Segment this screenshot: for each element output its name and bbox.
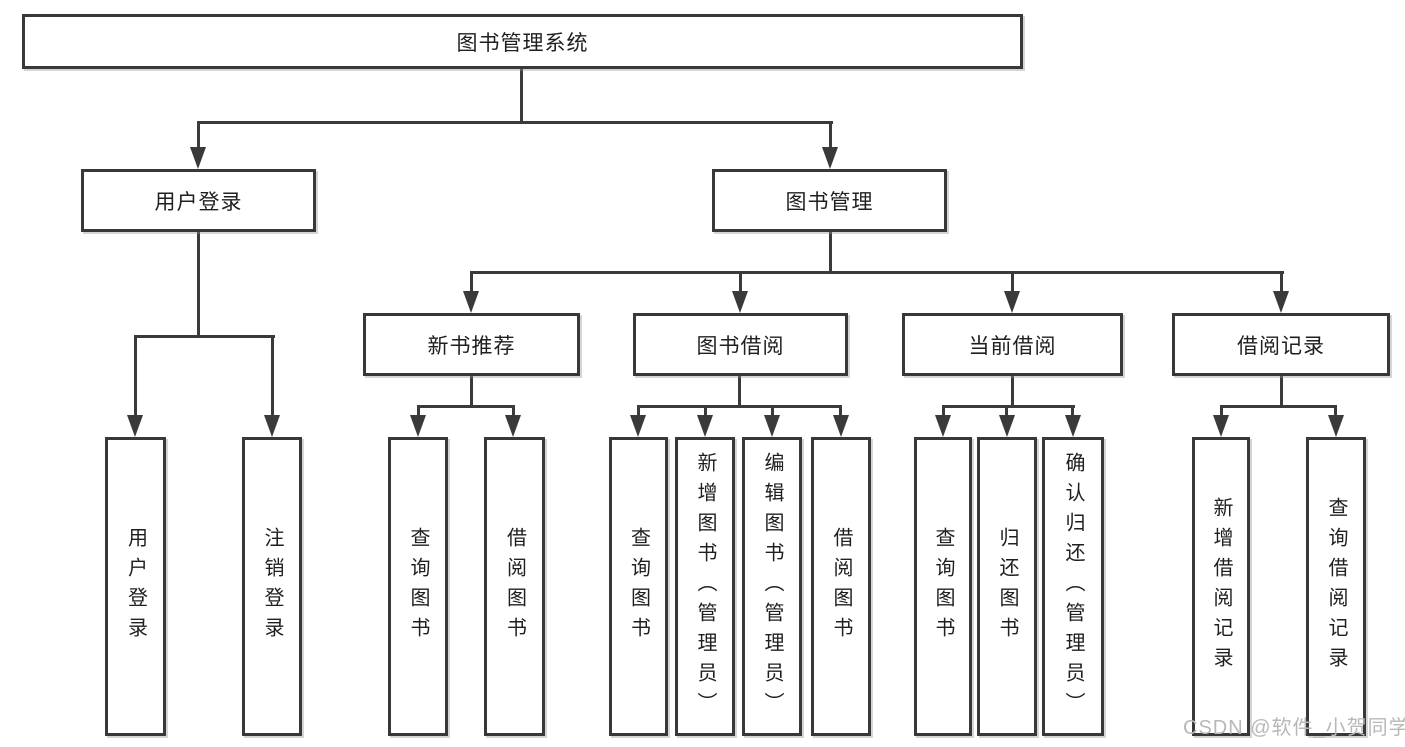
connector-line	[134, 335, 275, 338]
leaf-bb-add-book-admin: 新增图书（管理员）	[675, 437, 735, 736]
leaf-br-add-record: 新增借阅记录	[1192, 437, 1250, 736]
connector-line	[829, 232, 832, 271]
leaf-bb-query-book: 查询图书	[609, 437, 668, 736]
leaf-user-login: 用户登录	[105, 437, 166, 736]
connector-line	[1011, 271, 1014, 293]
leaf-cb-query-book: 查询图书	[914, 437, 972, 736]
connector-line	[197, 121, 200, 148]
connector-line	[417, 405, 420, 417]
arrow-down-icon	[732, 291, 748, 313]
connector-line	[470, 376, 473, 405]
arrow-down-icon	[822, 147, 838, 169]
connector-line	[1071, 405, 1074, 417]
connector-line	[512, 405, 515, 417]
connector-line	[1334, 405, 1337, 417]
connector-line	[829, 121, 832, 148]
arrow-down-icon	[264, 415, 280, 437]
connector-line	[134, 335, 137, 417]
node-borrow-record: 借阅记录	[1172, 313, 1390, 376]
connector-line	[942, 405, 945, 417]
leaf-rec-query-book: 查询图书	[388, 437, 448, 736]
connector-line	[1220, 405, 1337, 408]
connector-line	[738, 376, 741, 405]
arrow-down-icon	[1065, 415, 1081, 437]
node-user-login: 用户登录	[81, 169, 316, 232]
connector-line	[520, 69, 523, 121]
connector-line	[839, 405, 842, 417]
node-root: 图书管理系统	[22, 14, 1023, 69]
arrow-down-icon	[127, 415, 143, 437]
arrow-down-icon	[1328, 415, 1344, 437]
arrow-down-icon	[630, 415, 646, 437]
arrow-down-icon	[463, 291, 479, 313]
arrow-down-icon	[833, 415, 849, 437]
arrow-down-icon	[935, 415, 951, 437]
node-current-borrow: 当前借阅	[902, 313, 1123, 376]
connector-line	[1011, 376, 1014, 405]
connector-line	[1280, 271, 1283, 293]
arrow-down-icon	[1213, 415, 1229, 437]
node-new-book-recommend: 新书推荐	[363, 313, 580, 376]
leaf-br-query-record: 查询借阅记录	[1306, 437, 1366, 736]
connector-line	[739, 271, 742, 293]
connector-line	[417, 405, 515, 408]
connector-line	[942, 405, 1075, 408]
connector-line	[1280, 376, 1283, 405]
connector-line	[637, 405, 842, 408]
connector-line	[704, 405, 707, 417]
connector-line	[1220, 405, 1223, 417]
leaf-cb-confirm-return-admin: 确认归还（管理员）	[1042, 437, 1104, 736]
leaf-logout: 注销登录	[242, 437, 302, 736]
connector-line	[1005, 405, 1008, 417]
arrow-down-icon	[410, 415, 426, 437]
leaf-bb-borrow-book: 借阅图书	[811, 437, 871, 736]
arrow-down-icon	[764, 415, 780, 437]
arrow-down-icon	[1273, 291, 1289, 313]
arrow-down-icon	[1004, 291, 1020, 313]
csdn-watermark: CSDN @软件_小贺同学	[1183, 717, 1405, 739]
leaf-cb-return-book: 归还图书	[977, 437, 1037, 736]
leaf-rec-borrow-book: 借阅图书	[484, 437, 545, 736]
arrow-down-icon	[999, 415, 1015, 437]
leaf-bb-edit-book-admin: 编辑图书（管理员）	[742, 437, 802, 736]
connector-line	[637, 405, 640, 417]
connector-line	[197, 232, 200, 335]
arrow-down-icon	[697, 415, 713, 437]
arrow-down-icon	[190, 147, 206, 169]
arrow-down-icon	[505, 415, 521, 437]
connector-line	[771, 405, 774, 417]
node-book-management: 图书管理	[712, 169, 947, 232]
node-book-borrow: 图书借阅	[633, 313, 848, 376]
connector-line	[197, 121, 833, 124]
connector-line	[470, 271, 1284, 274]
connector-line	[470, 271, 473, 293]
connector-line	[271, 335, 274, 417]
